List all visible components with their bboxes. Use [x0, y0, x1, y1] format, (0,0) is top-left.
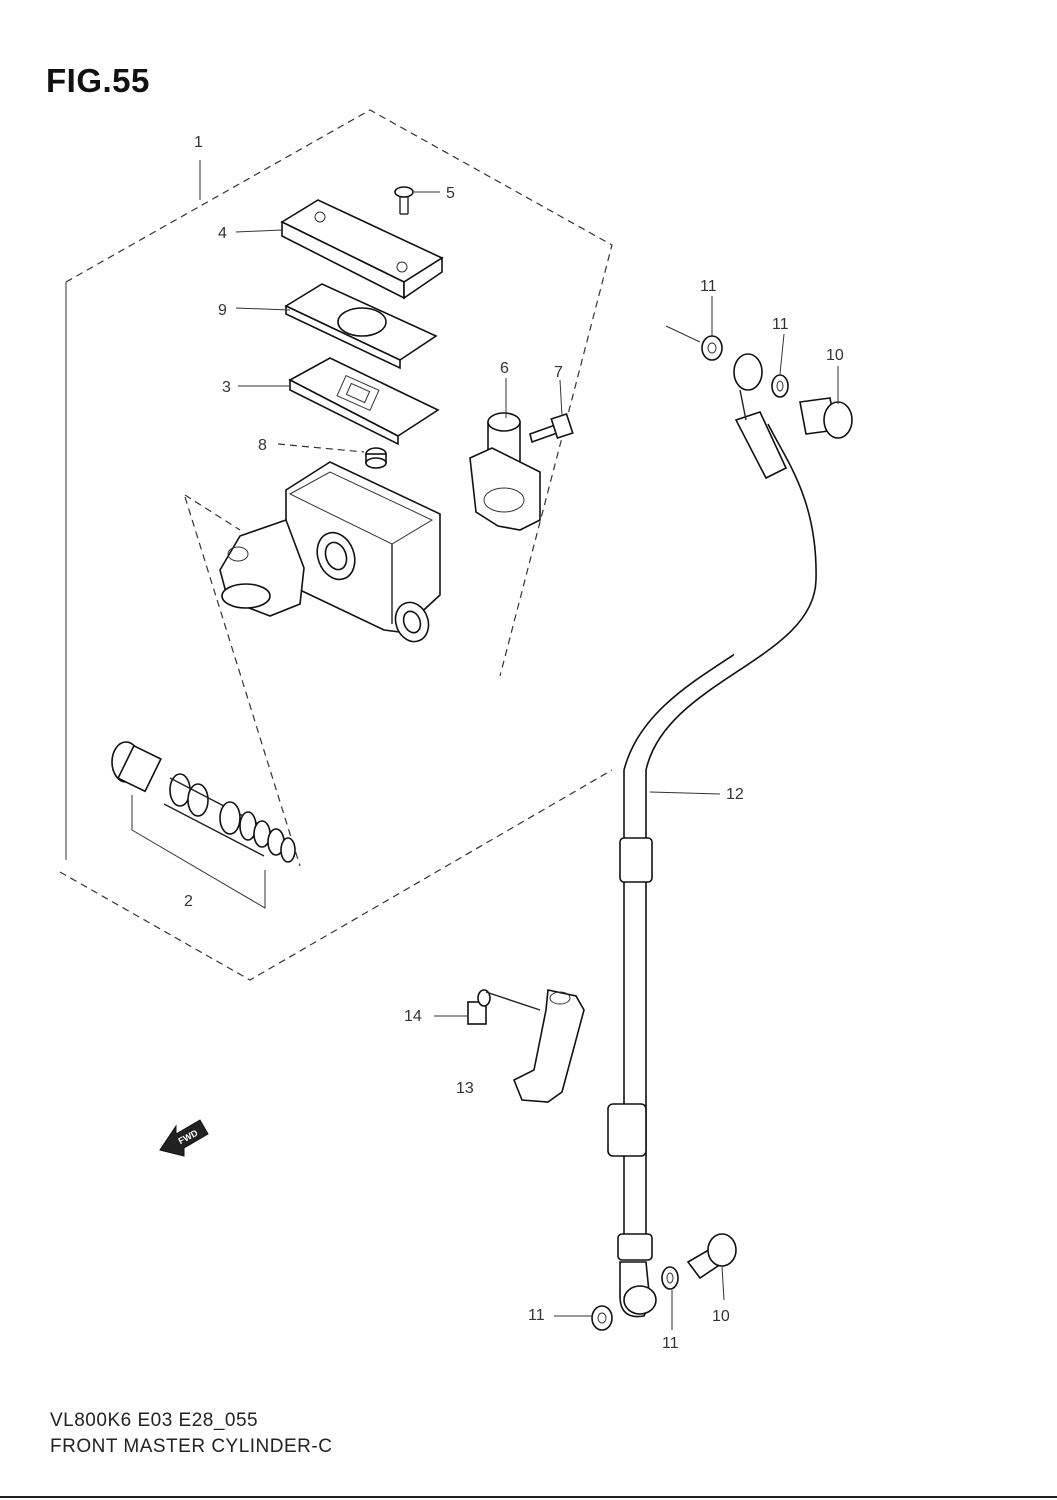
reservoir-cap-part [280, 199, 444, 300]
plug-part [365, 447, 387, 469]
callout-2: 2 [184, 893, 193, 910]
callout-9: 9 [218, 302, 227, 319]
callout-8: 8 [258, 437, 267, 454]
diaphragm-part [288, 357, 440, 446]
callout-11-lower-left: 11 [528, 1307, 545, 1324]
diagram-name: FRONT MASTER CYLINDER-C [50, 1436, 333, 1457]
callout-11-lower-right: 11 [662, 1335, 679, 1352]
callout-1: 1 [194, 134, 203, 151]
clamp-holder-part [469, 412, 541, 531]
diagram-code: VL800K6 E03 E28_055 [50, 1410, 259, 1431]
callout-5: 5 [446, 185, 455, 202]
washer-11-upper-left [701, 335, 723, 361]
master-cylinder-body-part [219, 461, 441, 643]
assembly-outline-1 [59, 109, 613, 981]
callout-11-upper-right: 11 [772, 316, 789, 333]
callout-10-upper: 10 [826, 347, 844, 364]
figure-title: FIG.55 [46, 62, 150, 99]
cap-screw-part [394, 186, 414, 215]
upper-banjo-fitting-part [733, 353, 763, 421]
brake-hose-part [607, 411, 817, 1318]
callout-6: 6 [500, 360, 509, 377]
callout-4: 4 [218, 225, 227, 242]
washer-11-lower-right [661, 1266, 679, 1290]
banjo-bolt-10-upper [799, 397, 853, 439]
callout-12: 12 [726, 786, 744, 803]
callout-3: 3 [222, 379, 231, 396]
bottom-border [0, 1496, 1057, 1498]
callout-11-upper-left: 11 [700, 278, 717, 295]
washer-11-upper-right [771, 374, 789, 398]
callout-10-lower: 10 [712, 1308, 730, 1325]
clamp-bolt-part [529, 413, 574, 444]
callout-labels: 1 2 3 4 5 6 7 8 9 10 10 11 11 11 11 12 1… [184, 134, 844, 1352]
bracket-bolt-part [467, 989, 541, 1025]
assembly-outline-2 [131, 795, 266, 909]
callout-7: 7 [554, 364, 563, 381]
leader-lines [199, 160, 839, 1330]
hose-bracket-part [512, 989, 585, 1103]
piston-set-part [111, 741, 296, 863]
callout-13: 13 [456, 1080, 474, 1097]
diaphragm-plate-part [284, 283, 438, 370]
washer-11-lower-left [591, 1305, 613, 1331]
forward-direction-arrow-icon: FWD [159, 1119, 209, 1157]
callout-14: 14 [404, 1008, 422, 1025]
banjo-bolt-10-lower [686, 1233, 737, 1280]
